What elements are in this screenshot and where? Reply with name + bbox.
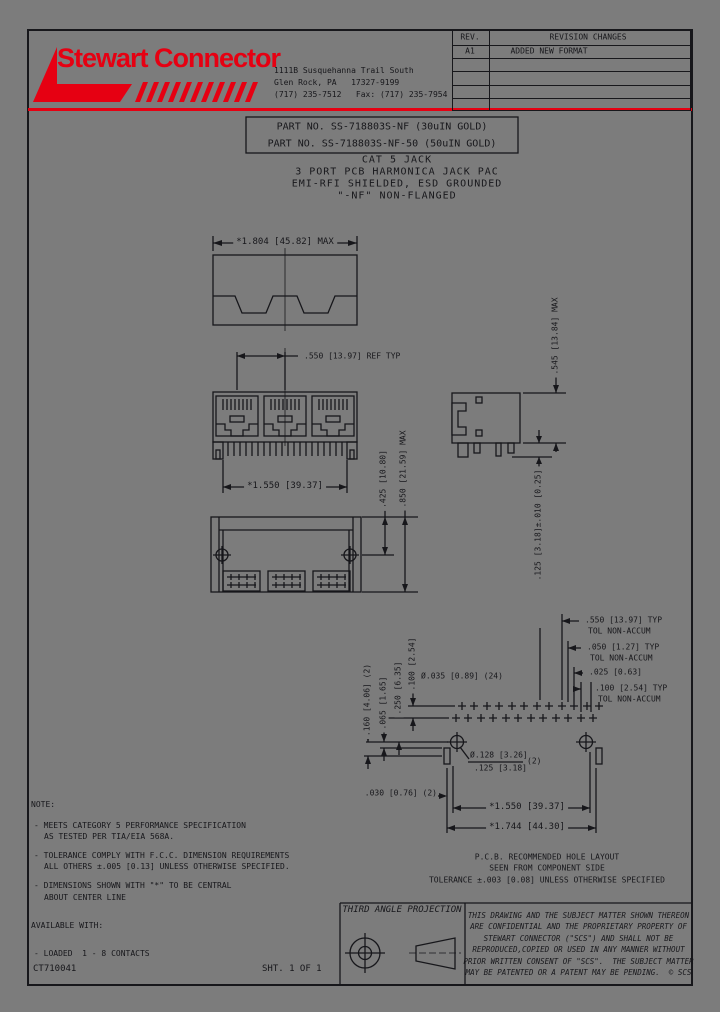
dim-pcb-d4-tol: TOL NON-ACCUM: [598, 694, 661, 704]
top-view: [212, 236, 358, 331]
logo-triangle: [33, 47, 132, 102]
address-line-2: Glen Rock, PA 17327-9199: [274, 78, 400, 87]
loaded-contacts-label: - LOADED 1 - 8 CONTACTS: [34, 949, 150, 958]
front-view: [212, 348, 358, 493]
description-line-3: EMI-RFI SHIELDED, ESD GROUNDED: [291, 178, 503, 190]
dim-pcb-d2: .050 [1.27] TYP: [584, 643, 663, 653]
sheet-number: SHT. 1 OF 1: [262, 964, 322, 974]
dim-pcb-width-1: *1.550 [39.37]: [486, 802, 568, 813]
revision-change-value: ADDED NEW FORMAT: [510, 46, 588, 56]
projection-title: THIRD ANGLE PROJECTION: [342, 905, 462, 916]
projection-cone-symbol: [409, 937, 461, 970]
revision-col-rev: REV.: [460, 32, 480, 42]
revision-row-empty: [453, 72, 690, 86]
dim-pcb-v1: .160 [4.06] (2): [363, 660, 373, 740]
description-line-1: CAT 5 JACK: [361, 154, 433, 166]
notes-title: NOTE:: [31, 800, 56, 809]
dim-pcb-d1-tol: TOL NON-ACCUM: [588, 626, 651, 636]
side-view: [451, 372, 566, 470]
note-2-line-2: ALL OTHERS ±.005 [0.13] UNLESS OTHERWISE…: [44, 862, 290, 871]
dim-pcb-v4: .100 [2.54]: [408, 634, 418, 694]
legal-notice-box: THIS DRAWING AND THE SUBJECT MATTER SHOW…: [463, 904, 694, 984]
dim-pcb-mount-qty: (2): [527, 756, 542, 766]
dim-pcb-d3: .025 [0.63]: [586, 668, 645, 678]
legal-line: PRIOR WRITTEN CONSENT OF "SCS". THE SUBJ…: [463, 956, 694, 966]
logo-text: Stewart Connector: [57, 43, 281, 73]
note-3-line-2: ABOUT CENTER LINE: [44, 893, 126, 902]
mid-dimension-lines: [362, 500, 418, 593]
part-number-box-border: [245, 116, 519, 154]
part-number-line-1: PART NO. SS-718803S-NF (30uIN GOLD): [276, 121, 488, 133]
dim-pcb-d2-tol: TOL NON-ACCUM: [590, 653, 653, 663]
revision-row-empty: [453, 86, 690, 99]
note-3-line-1: - DIMENSIONS SHOWN WITH "*" TO BE CENTRA…: [34, 881, 232, 890]
note-1-line-1: - MEETS CATEGORY 5 PERFORMANCE SPECIFICA…: [34, 821, 246, 830]
note-2-line-1: - TOLERANCE COMPLY WITH F.C.C. DIMENSION…: [34, 851, 290, 860]
dim-front-ref: .550 [13.97] REF TYP: [301, 352, 404, 362]
dim-pcb-d1: .550 [13.97] TYP: [582, 616, 666, 626]
revision-row-a1: [453, 46, 690, 60]
legal-line: ARE CONFIDENTIAL AND THE PROPRIETARY PRO…: [470, 922, 687, 932]
note-1-line-2: AS TESTED PER TIA/EIA 568A.: [44, 832, 175, 841]
projection-circle-symbol: [345, 933, 385, 973]
dim-pcb-v3: .250 [6.35]: [394, 658, 404, 718]
title-block-frame: [339, 902, 692, 985]
address-line-1: 1111B Susquehanna Trail South: [274, 66, 414, 75]
dim-pcb-d4: .100 [2.54] TYP: [592, 684, 671, 694]
dim-pcb-hole-diameter: Ø.035 [0.89] (24): [418, 672, 506, 682]
dim-pcb-mount-diameter: Ø.128 [3.26]: [470, 750, 528, 760]
dim-front-width: *1.550 [39.37]: [244, 481, 326, 492]
pcb-caption-line-3: TOLERANCE ±.003 [0.08] UNLESS OTHERWISE …: [428, 875, 666, 885]
revision-col-changes: REVISION CHANGES: [549, 32, 627, 42]
dim-front-height-pcb: .425 [10.80]: [379, 447, 389, 511]
legal-line: THIS DRAWING AND THE SUBJECT MATTER SHOW…: [467, 910, 690, 920]
pcb-hole-layout: [364, 614, 603, 833]
description-line-4: "-NF" NON-FLANGED: [337, 190, 457, 202]
sheet-border: [27, 29, 693, 986]
part-number-line-2: PART NO. SS-718803S-NF-50 (50uIN GOLD): [267, 138, 497, 150]
header-red-rule: [28, 108, 692, 111]
dim-pcb-width-2: *1.744 [44.30]: [486, 822, 568, 833]
address-line-3: (717) 235-7512 Fax: (717) 235-7954: [274, 90, 448, 99]
available-with-label: AVAILABLE WITH:: [31, 921, 104, 930]
document-number: CT710041: [33, 964, 77, 974]
description-line-2: 3 PORT PCB HARMONICA JACK PAC: [295, 166, 499, 178]
dim-pcb-offset: .030 [0.76] (2): [364, 788, 437, 798]
revision-row-empty: [453, 59, 690, 73]
dim-side-standoff: .125 [3.18]±.010 [0.25]: [534, 466, 544, 584]
legal-line: REPRODUCED,COPIED OR USED IN ANY MANNER …: [472, 945, 685, 955]
dim-pcb-v2: .065 [1.65]: [379, 673, 389, 733]
dim-front-height-max: .850 [21.59] MAX: [399, 427, 409, 511]
pcb-caption-line-2: SEEN FROM COMPONENT SIDE: [489, 863, 605, 873]
legal-line: STEWART CONNECTOR ("SCS") AND SHALL NOT …: [483, 933, 674, 943]
pcb-caption-line-1: P.C.B. RECOMMENDED HOLE LAYOUT: [474, 852, 620, 862]
revision-table: [452, 30, 691, 111]
logo-stripes: [135, 82, 258, 102]
dim-pcb-mount-diameter-alt: .125 [3.18]: [474, 763, 527, 773]
revision-table-header: [453, 31, 690, 46]
legal-line: MAY BE PATENTED OR A PATENT MAY BE PENDI…: [465, 968, 692, 978]
bottom-view: [210, 516, 362, 593]
dim-top-width: *1.804 [45.82] MAX: [233, 237, 337, 248]
revision-rev-value: A1: [465, 46, 475, 56]
revision-table-divider: [489, 31, 491, 110]
dim-side-height: .545 [13.84] MAX: [551, 294, 561, 378]
